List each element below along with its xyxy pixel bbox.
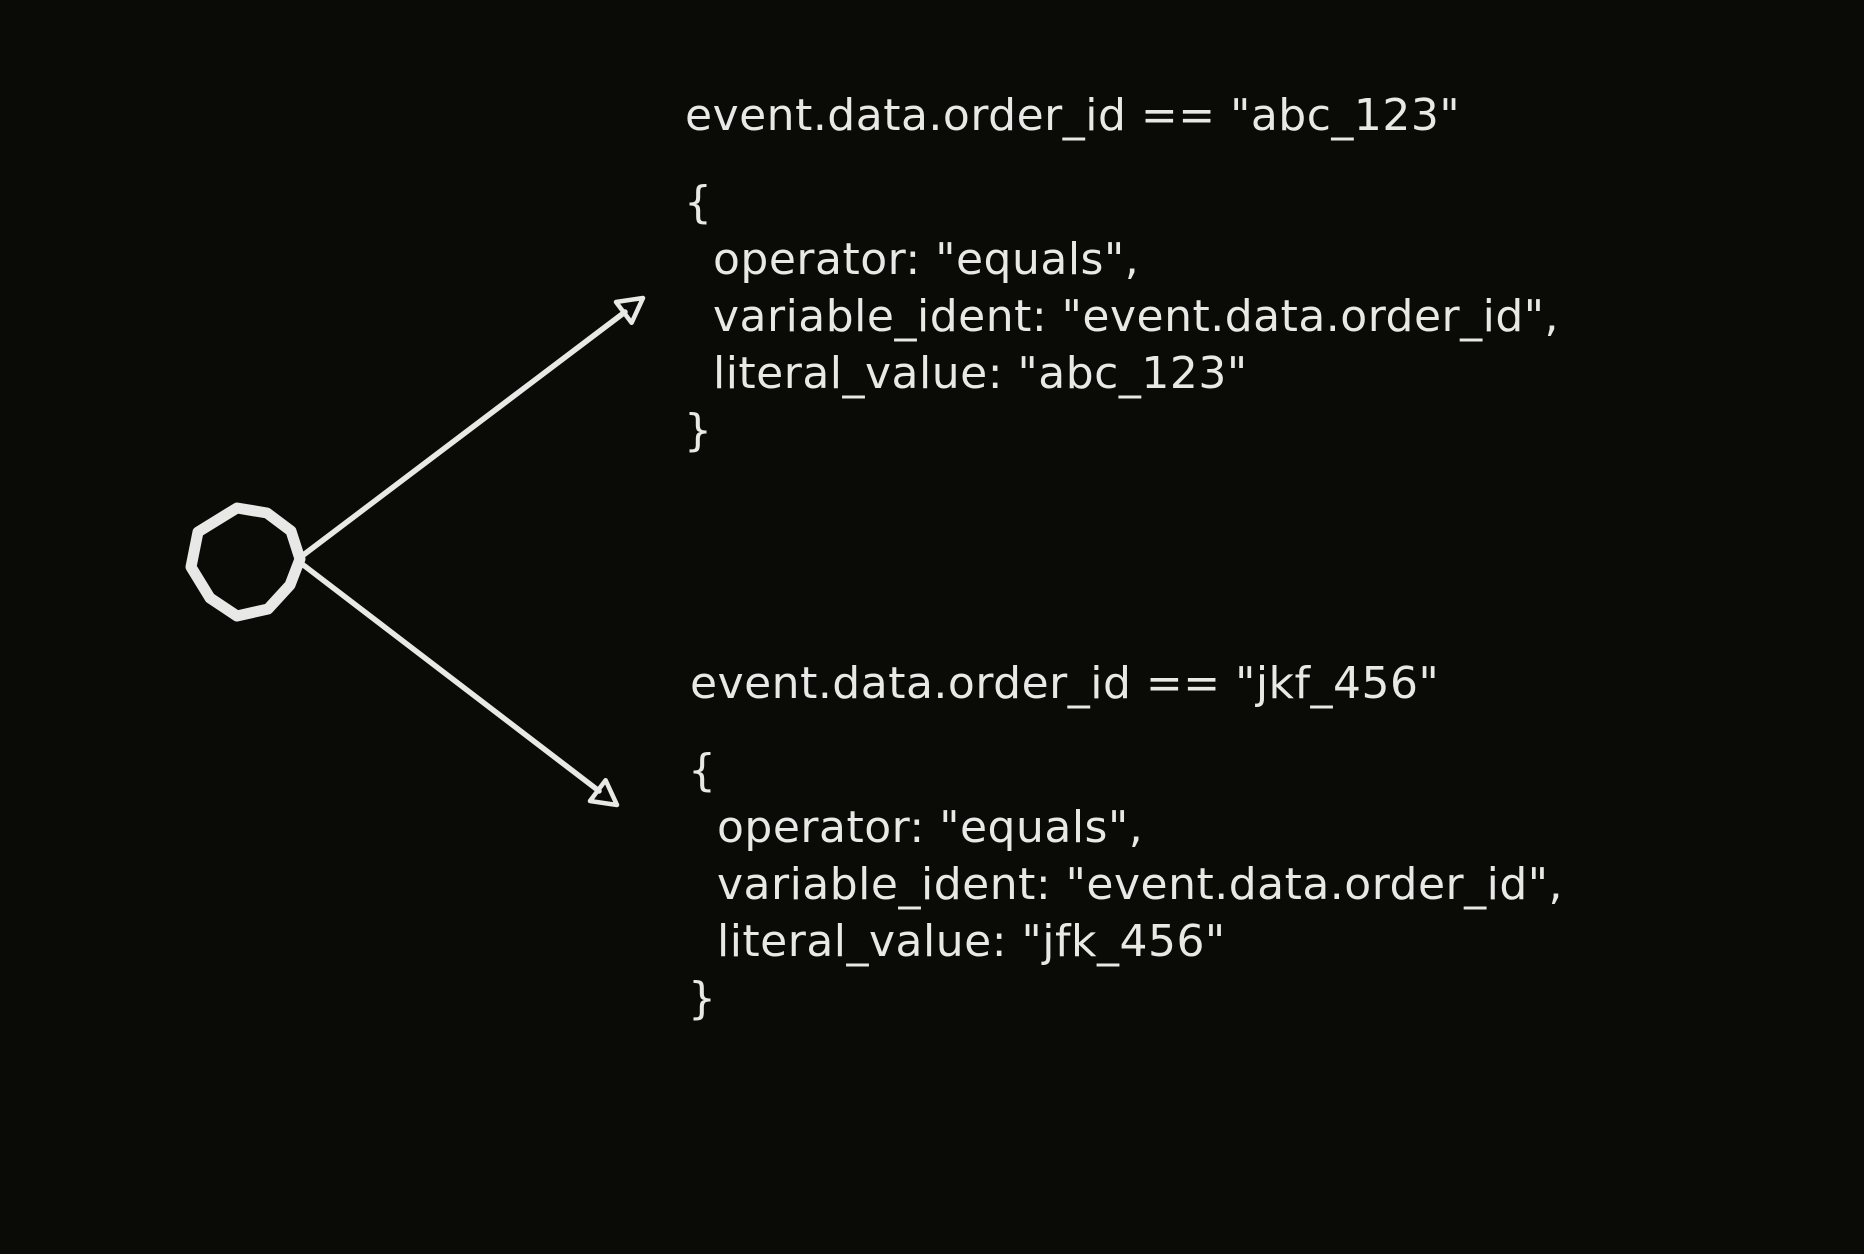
arrowhead-icon — [587, 777, 620, 808]
condition-1-code: { operator: "equals", variable_ident: "e… — [684, 174, 1559, 459]
arrow-to-condition-1 — [299, 295, 646, 559]
code-line: operator: "equals", — [684, 234, 1140, 285]
condition-1-title: event.data.order_id == "abc_123" — [685, 90, 1461, 141]
arrowhead-icon — [613, 295, 646, 326]
arrow-to-condition-2 — [299, 561, 620, 808]
code-line: literal_value: "jfk_456" — [688, 916, 1226, 967]
code-line: } — [688, 973, 717, 1024]
code-line: { — [688, 745, 717, 796]
code-line: operator: "equals", — [688, 802, 1144, 853]
condition-2-code: { operator: "equals", variable_ident: "e… — [688, 742, 1563, 1027]
start-node-circle — [185, 502, 306, 622]
condition-2-title: event.data.order_id == "jkf_456" — [690, 658, 1440, 709]
code-line: literal_value: "abc_123" — [684, 348, 1248, 399]
code-line: variable_ident: "event.data.order_id", — [684, 291, 1559, 342]
code-line: variable_ident: "event.data.order_id", — [688, 859, 1563, 910]
code-line: } — [684, 405, 713, 456]
code-line: { — [684, 177, 713, 228]
